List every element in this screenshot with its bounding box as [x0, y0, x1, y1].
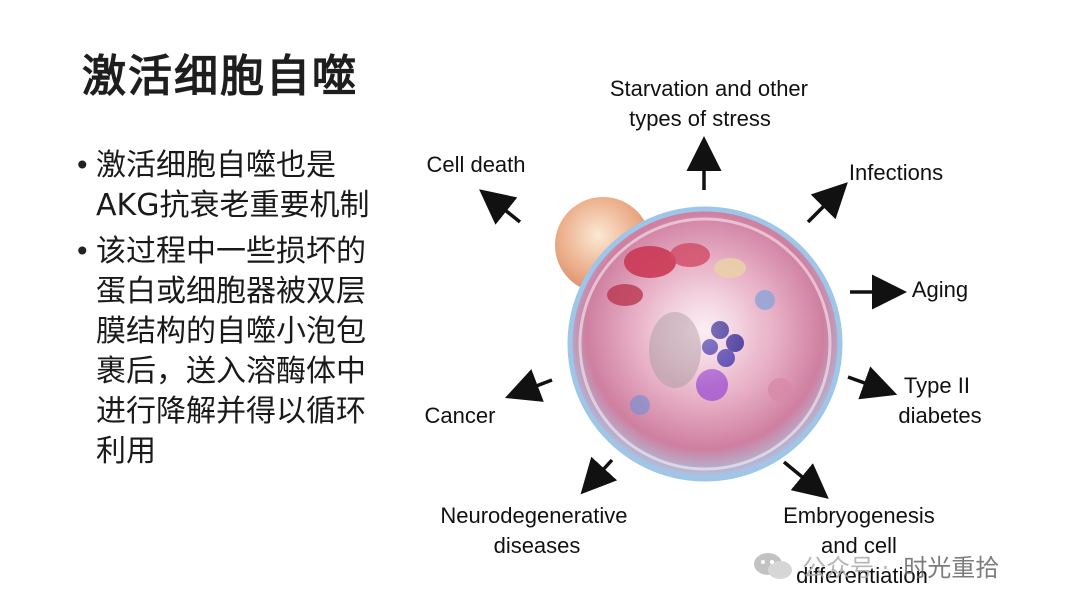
label-line: diabetes	[898, 403, 981, 428]
bullet-line: 利用	[96, 434, 156, 469]
arrow-embryo	[782, 460, 829, 499]
vesicle	[768, 378, 792, 402]
vesicle	[630, 395, 650, 415]
label-line: types of stress	[629, 106, 771, 131]
label-starvation: Starvation and other types of stress	[610, 76, 814, 131]
label-line: Infections	[849, 160, 943, 185]
bullet-item: • 激活细胞自噬也是 AKG抗衰老重要机制	[74, 146, 404, 226]
arrow-type2	[847, 366, 898, 400]
arrow-celldeath	[479, 189, 522, 225]
label-line: diseases	[494, 533, 581, 558]
arrows	[479, 136, 907, 499]
vesicle	[755, 290, 775, 310]
label-line: Aging	[912, 277, 968, 302]
label-cancer: Cancer	[425, 403, 496, 428]
arrow-infections	[806, 182, 848, 224]
organelle	[714, 258, 746, 278]
label-infections: Infections	[849, 160, 943, 185]
bullet-line: 该过程中一些损坏的	[96, 234, 366, 269]
organelle	[670, 243, 710, 267]
label-line: differentiation	[796, 563, 928, 588]
cell-highlight	[578, 217, 832, 471]
arrow-neuro	[580, 456, 618, 495]
label-line: Starvation and other	[610, 76, 808, 101]
cell-glow	[640, 270, 760, 390]
organelle	[607, 284, 643, 306]
label-neuro: Neurodegenerative diseases	[440, 503, 633, 558]
bullet-line: 蛋白或细胞器被双层	[96, 274, 366, 309]
bullet-line: 裹后，送入溶酶体中	[96, 354, 366, 389]
bullet-line: 膜结构的自噬小泡包	[96, 314, 366, 349]
label-celldeath: Cell death	[426, 152, 525, 177]
cell-illustration	[555, 197, 843, 482]
label-type2: Type II diabetes	[898, 373, 981, 428]
label-aging: Aging	[912, 277, 968, 302]
bullet-dot: •	[74, 149, 91, 182]
bullet-text: 该过程中一些损坏的 蛋白或细胞器被双层 膜结构的自噬小泡包 裹后，送入溶酶体中 …	[96, 232, 366, 472]
label-line: Cell death	[426, 152, 525, 177]
arrow-cancer	[504, 369, 553, 402]
wechat-icon	[754, 552, 792, 579]
label-embryo: Embryogenesis and cell differentiation	[783, 503, 941, 588]
label-line: Embryogenesis	[783, 503, 935, 528]
watermark: 公众号 · 时光重拾	[752, 548, 999, 583]
label-line: and cell	[821, 533, 897, 558]
organelle	[624, 246, 676, 278]
bullet-dot: •	[74, 235, 91, 268]
bullet-item: • 该过程中一些损坏的 蛋白或细胞器被双层 膜结构的自噬小泡包 裹后，送入溶酶体…	[74, 232, 404, 472]
label-line: Neurodegenerative	[440, 503, 627, 528]
bullet-text: 激活细胞自噬也是 AKG抗衰老重要机制	[96, 146, 369, 226]
bullet-line: 激活细胞自噬也是	[96, 148, 336, 183]
watermark-name: 时光重拾	[903, 554, 1000, 582]
watermark-sub: 公众号 ·	[802, 554, 890, 582]
bullet-line: 进行降解并得以循环	[96, 394, 366, 429]
label-line: Type II	[904, 373, 970, 398]
slide-title: 激活细胞自噬	[82, 51, 358, 102]
labels: Starvation and other types of stress Inf…	[425, 76, 982, 588]
label-line: Cancer	[425, 403, 496, 428]
bullet-line: AKG抗衰老重要机制	[96, 188, 370, 223]
bullet-list: • 激活细胞自噬也是 AKG抗衰老重要机制 • 该过程中一些损坏的 蛋白或细胞器…	[74, 146, 404, 478]
